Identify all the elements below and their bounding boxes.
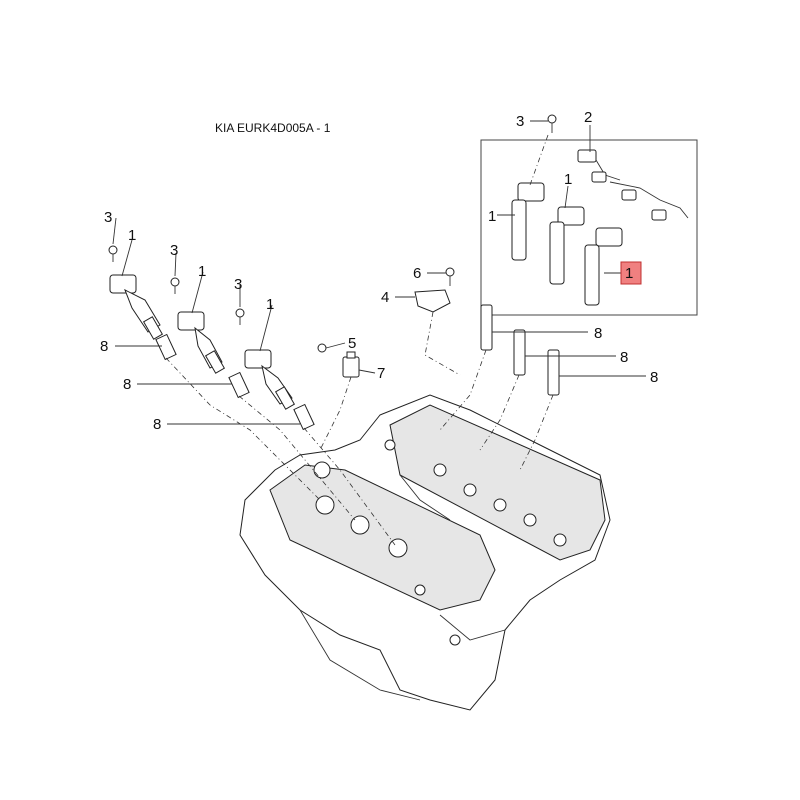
highlight-box xyxy=(620,261,642,285)
callout-1-highlighted[interactable]: 1 xyxy=(625,265,633,282)
leader-lines xyxy=(112,120,646,425)
callout-8: 8 xyxy=(123,376,131,393)
callout-labels: 3 1 3 1 3 1 8 8 8 5 7 4 6 3 2 1 1 1 8 8 … xyxy=(100,109,658,433)
bolt-inset[interactable] xyxy=(547,114,557,133)
spark-plug-right-2[interactable] xyxy=(513,329,526,376)
spark-plug-left-1[interactable] xyxy=(155,333,177,361)
callout-7: 7 xyxy=(377,365,385,382)
callout-2: 2 xyxy=(584,109,592,126)
ignition-coil-left-3[interactable] xyxy=(244,349,296,410)
callout-1: 1 xyxy=(266,296,274,313)
diagram-title: KIA EURK4D005A - 1 xyxy=(215,121,331,135)
spark-plug-right-3[interactable] xyxy=(547,349,560,396)
callout-8: 8 xyxy=(153,416,161,433)
spark-plug-right-1[interactable] xyxy=(480,304,493,351)
callout-6: 6 xyxy=(413,265,421,282)
ignition-coil-inset-1[interactable] xyxy=(511,182,545,261)
callout-3: 3 xyxy=(234,276,242,293)
callout-1: 1 xyxy=(128,227,136,244)
ignition-coil-left-1[interactable] xyxy=(109,274,164,340)
ignition-coil-left-2[interactable] xyxy=(177,311,226,374)
callout-3: 3 xyxy=(516,113,524,130)
callout-1: 1 xyxy=(488,208,496,225)
callout-1: 1 xyxy=(198,263,206,280)
callout-8: 8 xyxy=(620,349,628,366)
spark-plug-left-2[interactable] xyxy=(228,371,250,399)
bolt-left-3[interactable] xyxy=(235,308,245,325)
callout-8: 8 xyxy=(100,338,108,355)
callout-4: 4 xyxy=(381,289,389,306)
bolt-5[interactable] xyxy=(317,343,327,353)
callout-3: 3 xyxy=(170,242,178,259)
engine-block xyxy=(239,394,611,711)
callout-1: 1 xyxy=(564,171,572,188)
sensor-7[interactable] xyxy=(342,351,360,378)
ignition-coil-inset-2[interactable] xyxy=(549,206,585,285)
bolt-left-2[interactable] xyxy=(170,277,180,294)
ignition-coil-inset-3[interactable] xyxy=(584,227,623,306)
bolt-6[interactable] xyxy=(445,267,455,286)
bolt-left-1[interactable] xyxy=(108,245,118,262)
callout-5: 5 xyxy=(348,335,356,352)
inset-box xyxy=(480,139,698,316)
bracket-4[interactable] xyxy=(414,289,451,313)
wiring-harness-2[interactable] xyxy=(577,149,689,221)
callout-3: 3 xyxy=(104,209,112,226)
callout-8: 8 xyxy=(650,369,658,386)
callout-8: 8 xyxy=(594,325,602,342)
alignment-lines xyxy=(165,134,554,546)
spark-plug-left-3[interactable] xyxy=(293,403,315,431)
